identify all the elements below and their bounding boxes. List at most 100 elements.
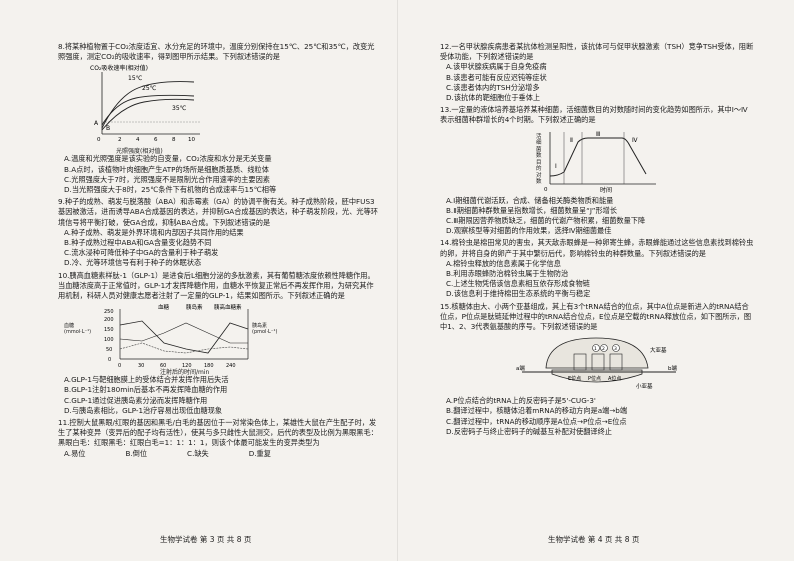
q9-option-d: D.冷、光等环境信号有利于种子的休眠状态 bbox=[64, 258, 202, 268]
question-10-figure: 血糖 胰岛素 胰高血糖素 0 50 100 150 200 250 0 30 6… bbox=[64, 303, 278, 376]
phase-2-label: Ⅱ bbox=[570, 137, 573, 144]
y-tick-250: 250 bbox=[104, 309, 114, 315]
q14-option-c: C.上述生物凭借该信息素相互依存形成食物链 bbox=[446, 279, 590, 289]
q13-option-d: D.观察核型等对细菌的作用效果，选择Ⅳ期细菌最佳 bbox=[446, 226, 612, 236]
origin-label: 0 bbox=[97, 137, 101, 143]
question-12-stem: 12.一名甲状腺疾病患者某抗体检测呈阳性，该抗体可与促甲状腺激素（TSH）竞争T… bbox=[440, 42, 754, 62]
amino-acid-1-label: 1 bbox=[594, 346, 597, 352]
question-15-stem: 15.核糖体由大、小两个亚基组成，其上有3个tRNA结合的位点，其中A位点是新进… bbox=[440, 301, 752, 332]
glp1-chart: 血糖 胰岛素 胰高血糖素 0 50 100 150 200 250 0 30 6… bbox=[104, 303, 249, 369]
series-glucagon bbox=[119, 322, 248, 344]
site-a-label: A位点 bbox=[608, 375, 621, 382]
question-13-figure: Ⅰ Ⅱ Ⅲ Ⅳ 0 时间 活细菌数目的对数 bbox=[526, 128, 676, 194]
q13-option-a: A.Ⅰ期细菌代谢活跃，合成、储备相关酶类物质和能量 bbox=[446, 195, 614, 205]
q8-option-b: B.A点时，该植物叶肉细胞产生ATP的场所是细胞质基质、线粒体 bbox=[64, 164, 269, 174]
amino-acid-3 bbox=[612, 344, 620, 353]
y-axis-label: CO₂吸收速率(相对值) bbox=[90, 64, 148, 72]
q13-y-axis-label: 活细菌数目的对数 bbox=[536, 133, 542, 186]
x-tick-0: 0 bbox=[118, 363, 121, 369]
exam-page-3: 8.将某种植物置于CO₂浓度适宜、水分充足的环境中，温度分别保持在15℃、25℃… bbox=[58, 42, 379, 544]
x-axis-label: 时间 bbox=[600, 186, 612, 194]
phase-4-label: Ⅳ bbox=[632, 137, 638, 144]
q11-option-d: D.重复 bbox=[248, 448, 271, 458]
x-tick-6: 6 bbox=[154, 137, 158, 143]
q8-option-d: D.当光照强度大于8时，25℃条件下有机物的合成速率与15℃相等 bbox=[64, 185, 277, 195]
q13-option-b: B.Ⅱ期细菌种群数量呈指数增长，细菌数量呈“J”形增长 bbox=[446, 205, 618, 215]
q10-option-d: D.与胰岛素相比，GLP-1治疗容易出现低血糖现象 bbox=[64, 405, 223, 415]
question-8-stem: 8.将某种植物置于CO₂浓度适宜、水分充足的环境中，温度分别保持在15℃、25℃… bbox=[58, 42, 375, 62]
q9-option-c: C.流水浸种可降低种子中GA的含量利于种子萌发 bbox=[64, 248, 219, 258]
series-insulin bbox=[119, 342, 249, 354]
x-tick-30: 30 bbox=[138, 363, 144, 369]
phase-3-label: Ⅲ bbox=[596, 131, 600, 138]
trna-e bbox=[573, 353, 587, 371]
q11-option-a: A.易位 bbox=[64, 448, 86, 458]
end-a-label: a端 bbox=[516, 364, 525, 372]
amino-acid-2 bbox=[600, 344, 608, 353]
q15-option-c: C.翻译过程中，tRNA的移动顺序是A位点→P位点→E位点 bbox=[446, 416, 627, 426]
y-tick-200: 200 bbox=[104, 317, 114, 323]
amino-acid-1 bbox=[592, 344, 600, 353]
site-e-label: E位点 bbox=[568, 375, 581, 382]
y-tick-150: 150 bbox=[104, 327, 114, 333]
y-tick-0: 0 bbox=[108, 357, 111, 363]
legend-insulin: 胰岛素 bbox=[186, 303, 203, 311]
light-response-chart: CO₂吸收速率(相对值) 15℃ 25℃ 35℃ A B 0 2 4 6 8 1… bbox=[90, 64, 200, 143]
ribosome-diagram: 1 2 3 大亚基 小亚基 a端 b端 E位点 P位点 A位点 bbox=[516, 337, 677, 390]
q15-option-a: A.P位点结合的tRNA上的反密码子是5'-CUG-3' bbox=[446, 396, 596, 406]
label-25c: 25℃ bbox=[142, 85, 157, 92]
q11-option-c: C.缺失 bbox=[187, 448, 209, 458]
small-subunit-label: 小亚基 bbox=[636, 382, 653, 390]
label-15c: 15℃ bbox=[128, 75, 143, 82]
q9-option-b: B.种子成熟过程中ABA和GA含量变化趋势不同 bbox=[64, 238, 212, 248]
point-a-label: A bbox=[94, 120, 99, 127]
x-tick-10: 10 bbox=[188, 137, 195, 143]
x-tick-4: 4 bbox=[136, 137, 140, 143]
q8-option-a: A.温度和光照强度是该实验的自变量，CO₂浓度和水分是无关变量 bbox=[64, 154, 272, 164]
question-9-stem: 9.种子的成熟、萌发与脱落酸（ABA）和赤霉素（GA）的协调平衡有关。种子成熟阶… bbox=[58, 197, 378, 227]
q12-option-c: C.该患者体内的TSH分泌增多 bbox=[446, 82, 540, 92]
label-35c: 35℃ bbox=[172, 105, 187, 112]
question-10-stem: 10.胰高血糖素样肽-1（GLP-1）是进食后L细胞分泌的多肽激素，其有葡萄糖浓… bbox=[58, 270, 375, 301]
q15-option-b: B.翻译过程中，核糖体沿着mRNA的移动方向是a端→b端 bbox=[446, 406, 628, 416]
amino-acid-3-label: 3 bbox=[614, 346, 617, 352]
question-8-figure: CO₂吸收速率(相对值) 15℃ 25℃ 35℃ A B 0 2 4 6 8 1… bbox=[88, 64, 208, 155]
x-tick-60: 60 bbox=[160, 363, 166, 369]
q10-option-c: C.GLP-1通过促进胰岛素分泌而发挥降糖作用 bbox=[64, 395, 208, 405]
question-14-stem: 14.棉铃虫是棉田常见的害虫，其天敌赤眼蜂是一种卵寄生蜂，赤眼蜂能通过这些信息素… bbox=[440, 238, 754, 258]
question-15-figure: 1 2 3 大亚基 小亚基 a端 b端 E位点 P位点 A位点 bbox=[516, 334, 686, 394]
q10-y2-label: 胰岛素(pmol·L⁻¹) bbox=[252, 323, 278, 336]
curve-35c bbox=[101, 99, 195, 131]
page-footer-3: 生物学试卷 第 3 页 共 8 页 bbox=[160, 535, 252, 544]
phase-1-label: Ⅰ bbox=[555, 163, 557, 170]
point-b-label: B bbox=[106, 125, 110, 132]
q9-option-a: A.种子成熟、萌发是外界环境和内部因子共同作用的结果 bbox=[64, 227, 244, 237]
q10-x-axis-label: 注射后的时间/min bbox=[160, 369, 210, 377]
x-tick-240: 240 bbox=[226, 363, 236, 369]
curve-15c bbox=[101, 95, 195, 126]
x-tick-180: 180 bbox=[204, 363, 214, 369]
x-tick-8: 8 bbox=[172, 137, 176, 143]
y-tick-100: 100 bbox=[104, 337, 114, 343]
legend-glucose: 血糖 bbox=[158, 303, 170, 311]
q12-option-a: A.该甲状腺疾病属于自身免疫病 bbox=[446, 62, 547, 72]
q8-option-c: C.光照强度大于7时，光照强度不是限制光合作用速率的主要因素 bbox=[64, 174, 270, 184]
question-11-stem: 11.控制大鼠黑眼/红眼的基因和黑毛/白毛的基因位于一对常染色体上，某雄性大鼠在… bbox=[58, 418, 378, 448]
q10-option-b: B.GLP-1注射180min后基本不再发挥降血糖的作用 bbox=[64, 385, 228, 395]
bacterial-growth-chart: Ⅰ Ⅱ Ⅲ Ⅳ 0 时间 bbox=[544, 131, 656, 194]
q12-option-b: B.该患者可能有反应迟钝等症状 bbox=[446, 72, 547, 82]
site-p-label: P位点 bbox=[588, 375, 601, 382]
q14-option-b: B.利用赤眼蜂防治棉铃虫属于生物防治 bbox=[446, 269, 569, 279]
y-tick-50: 50 bbox=[106, 347, 112, 353]
x-axis-label: 光照强度(相对值) bbox=[116, 148, 163, 156]
x-tick-2: 2 bbox=[118, 137, 122, 143]
q15-option-d: D.反密码子与终止密码子的碱基互补配对使翻译终止 bbox=[446, 426, 612, 436]
q13-option-c: C.Ⅲ期限因营养物质缺乏，细菌的代谢产物积累，细菌数量下降 bbox=[446, 216, 646, 226]
q11-options-row: A.易位 B.倒位 C.缺失 D.重复 bbox=[58, 449, 379, 459]
q14-option-d: D.该信息利于维持棉田生态系统的平衡与稳定 bbox=[446, 289, 591, 299]
legend-glucagon: 胰高血糖素 bbox=[214, 303, 242, 311]
amino-acid-2-label: 2 bbox=[602, 346, 605, 352]
q10-option-a: A.GLP-1与靶细胞膜上的受体结合并发挥作用后失活 bbox=[64, 375, 229, 385]
page-footer-4: 生物学试卷 第 4 页 共 8 页 bbox=[548, 535, 640, 544]
q10-y1-label: 血糖(mmol·L⁻¹) bbox=[64, 323, 92, 336]
